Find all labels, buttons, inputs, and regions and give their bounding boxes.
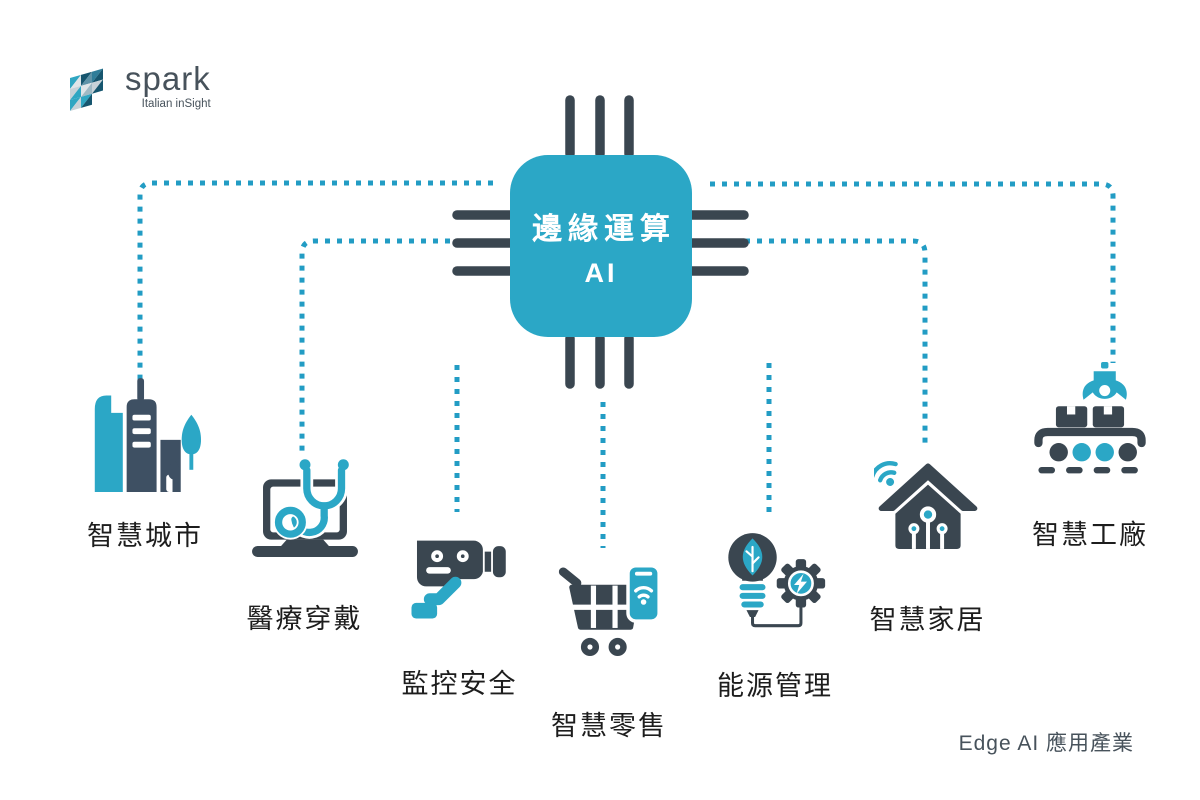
node-label-surveillance-security: 監控安全 [401, 669, 518, 699]
laptop-stethoscope-icon [251, 459, 358, 557]
connector-medical-wearable [299, 238, 450, 452]
shopping-cart-phone-icon [558, 564, 661, 657]
node-smart-factory: 智慧工廠 [1020, 362, 1160, 552]
bulb-leaf-gear-icon [728, 533, 826, 628]
cctv-camera-icon [410, 540, 506, 619]
node-smart-retail: 智慧零售 [540, 564, 678, 743]
node-surveillance-security: 監控安全 [392, 526, 527, 701]
node-label-smart-retail: 智慧零售 [551, 711, 667, 741]
node-smart-home: 智慧家居 [860, 452, 995, 637]
logo-tagline: Italian inSight [141, 97, 211, 110]
node-energy-management: 能源管理 [700, 528, 850, 703]
gear-icon [776, 559, 826, 608]
connector-smart-home [745, 238, 928, 448]
hub-subtitle: AI [584, 257, 618, 288]
node-label-energy-management: 能源管理 [717, 671, 833, 701]
node-smart-city: 智慧城市 [70, 376, 220, 553]
cpu-chip-icon: 邊緣運算 AI [510, 155, 692, 337]
hub-title: 邊緣運算 [532, 212, 676, 246]
spark-logo: spark Italian inSight [70, 60, 211, 116]
node-label-smart-factory: 智慧工廠 [1032, 520, 1148, 550]
node-medical-wearable: 醫療穿戴 [232, 452, 377, 636]
mosaic-triangles-icon [70, 68, 103, 111]
robot-claw-icon [1082, 362, 1127, 400]
city-buildings-icon [94, 378, 201, 492]
connector-smart-city [137, 180, 493, 383]
logo-name: spark [125, 60, 211, 97]
wifi-icon [873, 461, 898, 486]
node-label-smart-home: 智慧家居 [869, 605, 986, 635]
node-label-smart-city: 智慧城市 [87, 521, 203, 551]
caption: Edge AI 應用產業 [958, 732, 1134, 755]
smart-home-wifi-icon [873, 461, 977, 549]
connector-smart-factory [710, 181, 1116, 363]
conveyor-robot-arm-icon [1034, 362, 1146, 474]
node-label-medical-wearable: 醫療穿戴 [246, 604, 363, 634]
